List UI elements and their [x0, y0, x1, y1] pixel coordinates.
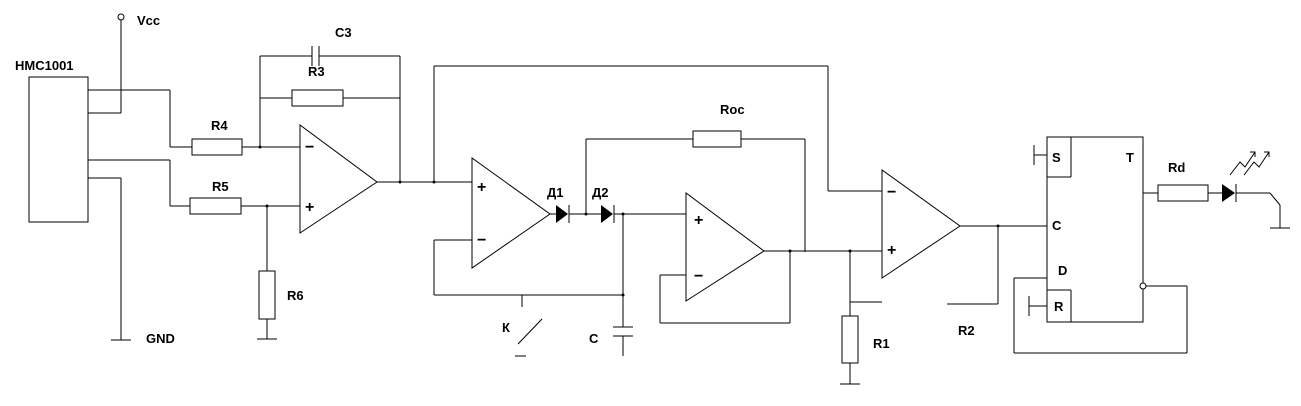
vcc-label: Vcc [137, 13, 160, 28]
r3-label: R3 [308, 64, 325, 79]
r4-label: R4 [211, 118, 228, 133]
c3-label: C3 [335, 25, 352, 40]
resistor-r2: R2 [947, 226, 999, 338]
light-emission-icon [1229, 151, 1270, 176]
roc-label: Roc [720, 102, 745, 117]
d2-label: Д2 [592, 185, 609, 200]
ff-r-label: R [1054, 299, 1064, 314]
resistor-r4: R4 [191, 118, 243, 156]
flip-flop: S T C D R [1046, 136, 1147, 323]
sensor-chip: HMC1001 [15, 58, 89, 223]
chip-label: HMC1001 [15, 58, 74, 73]
opamp-3: + − [685, 192, 765, 302]
ff-s-label: S [1052, 150, 1061, 165]
r1-label: R1 [873, 336, 890, 351]
resistor-rd: Rd [1157, 160, 1209, 202]
junction-dots [258, 145, 1000, 297]
ff-d-label: D [1058, 263, 1067, 278]
opamp4-minus: − [887, 184, 896, 201]
feedback-network-1: C3 R3 [259, 25, 401, 182]
ff-c-label: C [1052, 218, 1062, 233]
resistor-r5: R5 [189, 179, 242, 215]
c-label: С [589, 331, 599, 346]
r5-label: R5 [212, 179, 229, 194]
k-label: К [502, 320, 510, 335]
rd-label: Rd [1168, 160, 1185, 175]
gnd-terminal: GND [88, 177, 175, 346]
opamp4-plus: + [887, 242, 896, 259]
diode-d2: Д2 [592, 185, 615, 223]
resistor-roc: Roc [586, 102, 806, 252]
r6-label: R6 [287, 288, 304, 303]
diode-d1: Д1 [547, 185, 570, 223]
gnd-label: GND [146, 331, 175, 346]
resistor-r1: R1 [840, 251, 890, 385]
opamp3-minus: − [694, 268, 703, 285]
opamp3-plus: + [694, 212, 703, 229]
opamp-2: + − [471, 157, 551, 269]
capacitor-c: С [589, 326, 633, 356]
resistor-r6: R6 [257, 206, 304, 340]
d1-label: Д1 [547, 185, 564, 200]
switch-k: К [502, 295, 543, 357]
r2-label: R2 [958, 323, 975, 338]
ff-t-label: T [1126, 150, 1134, 165]
vcc-terminal: Vcc [88, 13, 160, 114]
opamp1-minus: − [305, 139, 314, 156]
led [1222, 151, 1270, 202]
opamp1-plus: + [305, 199, 314, 216]
opamp-1: − + [299, 124, 378, 234]
opamp2-minus: − [477, 232, 486, 249]
comparator-opamp-4: − + [881, 169, 961, 279]
opamp2-plus: + [477, 179, 486, 196]
